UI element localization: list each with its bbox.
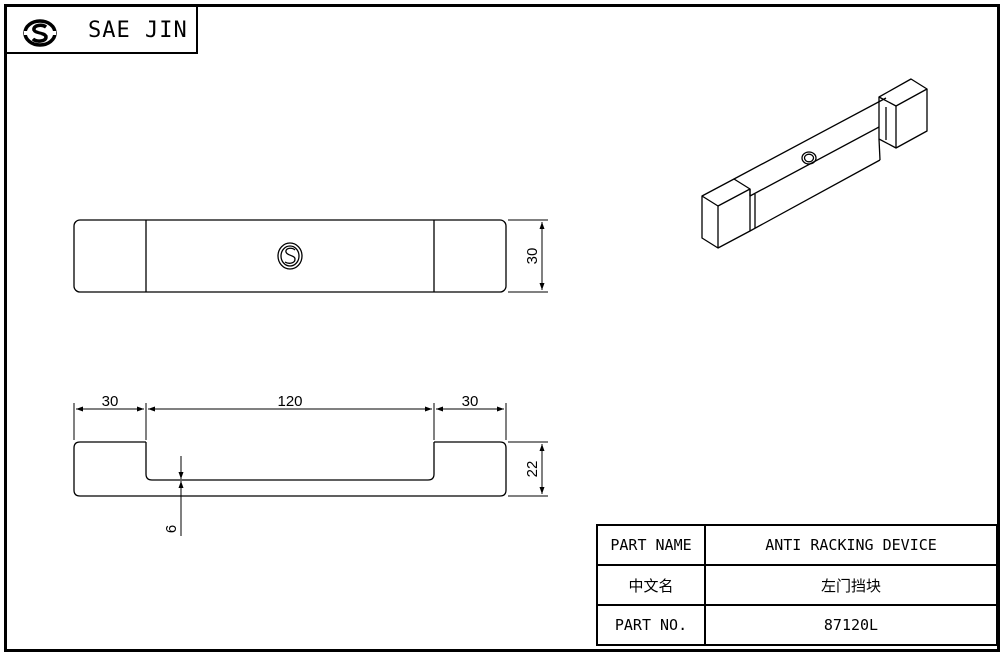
- top-view-width-dimension: [508, 219, 548, 293]
- side-view-dimensions: [73, 403, 548, 536]
- company-name: SAE JIN: [88, 18, 188, 43]
- side-view: [73, 441, 507, 497]
- emblem-icon: [277, 242, 303, 270]
- saejin-logo-icon: [23, 19, 57, 47]
- drawing-frame: [4, 4, 1000, 652]
- title-row-chinese-name: 中文名 左门挡块: [596, 564, 998, 606]
- isometric-view: [701, 78, 928, 249]
- title-block: PART NAME ANTI RACKING DEVICE 中文名 左门挡块 P…: [596, 524, 998, 646]
- title-row-part-name: PART NAME ANTI RACKING DEVICE: [596, 524, 998, 566]
- part-no-value: 87120L: [704, 604, 998, 646]
- part-name-value: ANTI RACKING DEVICE: [704, 524, 998, 566]
- iso-emblem-icon: [801, 151, 817, 165]
- dim-middle-120: 120: [277, 393, 302, 410]
- part-name-label: PART NAME: [596, 524, 706, 566]
- dim-right-30: 30: [462, 393, 479, 410]
- dim-height-22: 22: [524, 461, 541, 478]
- chinese-name-label: 中文名: [596, 564, 706, 606]
- company-logo-box: SAE JIN: [4, 4, 198, 54]
- dim-width-30: 30: [524, 248, 541, 265]
- dim-depth-6: 6: [163, 525, 180, 533]
- dim-left-30: 30: [102, 393, 119, 410]
- part-no-label: PART NO.: [596, 604, 706, 646]
- top-view: [73, 219, 507, 293]
- title-row-part-no: PART NO. 87120L: [596, 604, 998, 646]
- chinese-name-value: 左门挡块: [704, 564, 998, 606]
